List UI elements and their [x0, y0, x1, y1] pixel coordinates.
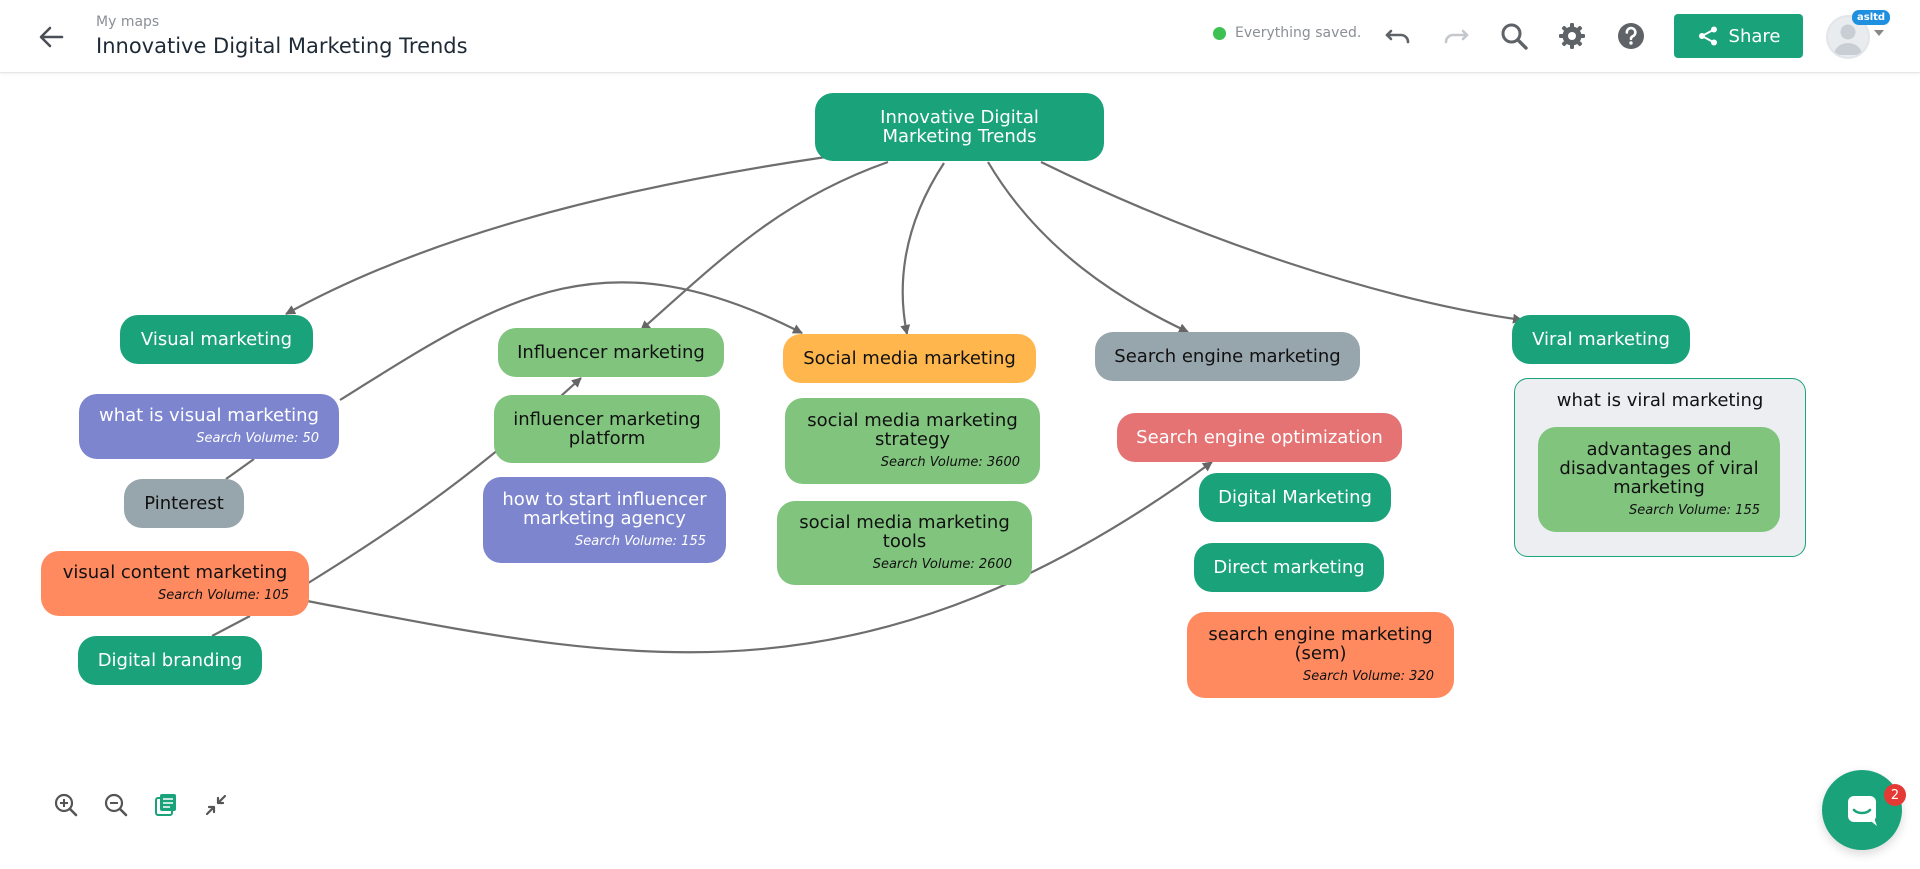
status-dot-icon	[1213, 26, 1226, 40]
node-label: influencer marketing platform	[513, 409, 701, 449]
edge-root-viral	[1040, 161, 1523, 324]
node-label: social media marketing tools	[799, 511, 1010, 552]
breadcrumb[interactable]: My maps	[96, 14, 160, 30]
top-bar: My maps Innovative Digital Marketing Tre…	[0, 0, 1920, 73]
chat-button[interactable]	[1822, 770, 1902, 850]
node-label: visual content marketing	[62, 561, 288, 583]
node-label: Direct marketing	[1213, 557, 1365, 578]
node-label: search engine marketing (sem)	[1208, 623, 1433, 664]
node-search-engine-optimization[interactable]: Search engine optimization	[1117, 413, 1402, 462]
node-viral-marketing[interactable]: Viral marketing	[1512, 315, 1690, 364]
avatar-badge: asltd	[1852, 10, 1891, 25]
chevron-down-icon[interactable]	[1874, 30, 1884, 36]
node-digital-branding[interactable]: Digital branding	[78, 636, 262, 685]
edge-root-social	[900, 162, 945, 335]
node-social-media-tools[interactable]: social media marketing tools Search Volu…	[777, 501, 1032, 585]
zoom-out-icon[interactable]	[101, 790, 131, 820]
node-label: Digital branding	[97, 650, 243, 671]
search-volume: Search Volume: 3600	[880, 454, 1020, 470]
search-volume: Search Volume: 155	[574, 533, 706, 549]
search-volume: Search Volume: 155	[1628, 502, 1760, 518]
node-label: how to start influencer marketing agency	[502, 488, 707, 529]
edge-root-visual	[285, 155, 827, 315]
chat-notification-badge: 2	[1884, 784, 1906, 806]
node-label: Search engine marketing	[1114, 346, 1341, 367]
redo-icon[interactable]	[1438, 18, 1474, 54]
node-label: Pinterest	[144, 493, 224, 514]
help-icon[interactable]	[1613, 18, 1649, 54]
search-volume: Search Volume: 320	[1302, 668, 1434, 684]
page-title[interactable]: Innovative Digital Marketing Trends	[96, 34, 468, 58]
node-label: social media marketing strategy	[807, 409, 1018, 450]
collapse-icon[interactable]	[201, 790, 231, 820]
node-label: Social media marketing	[803, 348, 1016, 369]
undo-icon[interactable]	[1380, 18, 1416, 54]
node-pinterest[interactable]: Pinterest	[124, 479, 244, 528]
back-arrow-icon[interactable]	[36, 22, 66, 52]
node-search-engine-marketing-sem[interactable]: search engine marketing (sem) Search Vol…	[1187, 612, 1454, 698]
search-volume: Search Volume: 50	[196, 430, 319, 446]
gear-icon[interactable]	[1554, 18, 1590, 54]
node-influencer-agency[interactable]: how to start influencer marketing agency…	[483, 477, 726, 563]
node-influencer-marketing[interactable]: Influencer marketing	[498, 328, 724, 377]
node-visual-content-marketing[interactable]: visual content marketing Search Volume: …	[41, 551, 309, 616]
node-viral-advantages[interactable]: advantages and disadvantages of viral ma…	[1538, 427, 1780, 532]
node-direct-marketing[interactable]: Direct marketing	[1194, 543, 1384, 592]
share-icon	[1698, 26, 1717, 46]
root-node[interactable]: Innovative Digital Marketing Trends	[815, 93, 1104, 161]
node-label: what is visual marketing	[99, 404, 319, 426]
node-what-is-visual-marketing[interactable]: what is visual marketing Search Volume: …	[79, 394, 339, 459]
group-title[interactable]: what is viral marketing	[1556, 390, 1764, 411]
node-label: Digital Marketing	[1218, 487, 1372, 508]
edge-root-influencer	[640, 160, 889, 331]
edge-pinterest-whatisvisual	[225, 458, 255, 480]
edge-root-sem	[987, 161, 1189, 333]
node-label: Innovative Digital Marketing Trends	[880, 107, 1039, 147]
share-button[interactable]: Share	[1674, 14, 1803, 58]
node-label: Visual marketing	[140, 329, 293, 350]
search-volume: Search Volume: 2600	[872, 556, 1012, 572]
outline-view-icon[interactable]	[151, 790, 181, 820]
save-status-text: Everything saved.	[1235, 25, 1362, 41]
node-influencer-marketing-platform[interactable]: influencer marketing platform	[494, 395, 720, 463]
node-label: Search engine optimization	[1136, 427, 1383, 448]
chat-icon	[1848, 796, 1877, 826]
user-icon	[1834, 24, 1862, 55]
node-visual-marketing[interactable]: Visual marketing	[120, 315, 313, 364]
node-search-engine-marketing[interactable]: Search engine marketing	[1095, 332, 1360, 381]
zoom-in-icon[interactable]	[51, 790, 81, 820]
share-label: Share	[1728, 25, 1781, 47]
edge-visualcontent-seo	[306, 461, 1213, 654]
node-digital-marketing[interactable]: Digital Marketing	[1199, 473, 1391, 522]
node-label: Influencer marketing	[517, 342, 705, 363]
node-label: Viral marketing	[1532, 329, 1670, 350]
node-label: advantages and disadvantages of viral ma…	[1559, 438, 1759, 498]
edge-branding-visualcontent	[211, 615, 251, 637]
search-volume: Search Volume: 105	[157, 587, 289, 603]
avatar[interactable]	[1826, 15, 1870, 59]
node-social-media-strategy[interactable]: social media marketing strategy Search V…	[785, 398, 1040, 484]
save-status: Everything saved.	[1213, 25, 1361, 41]
search-icon[interactable]	[1496, 18, 1532, 54]
node-social-media-marketing[interactable]: Social media marketing	[783, 334, 1036, 383]
